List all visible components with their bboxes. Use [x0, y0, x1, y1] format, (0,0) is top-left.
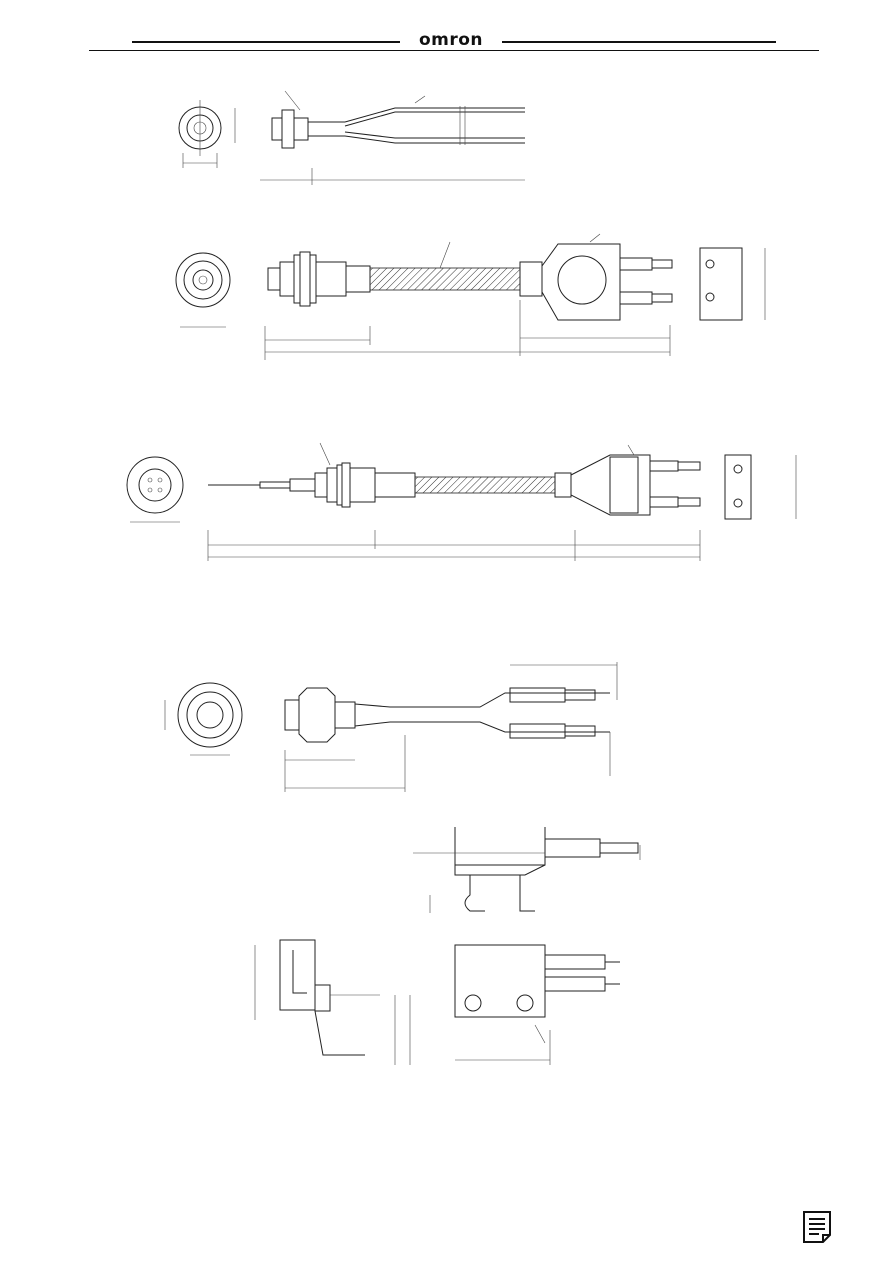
header-rule-full — [89, 50, 819, 51]
header-rule-left — [132, 41, 400, 43]
fiber-drawing-3 — [120, 435, 810, 565]
brand-logo: omron — [404, 30, 498, 50]
note-icon — [803, 1211, 831, 1243]
fiber-drawing-2 — [170, 230, 780, 365]
fiber-drawing-1 — [175, 88, 535, 188]
header-rule-right — [502, 41, 776, 43]
bracket-drawing — [245, 815, 645, 1070]
fiber-drawing-4 — [155, 660, 625, 795]
